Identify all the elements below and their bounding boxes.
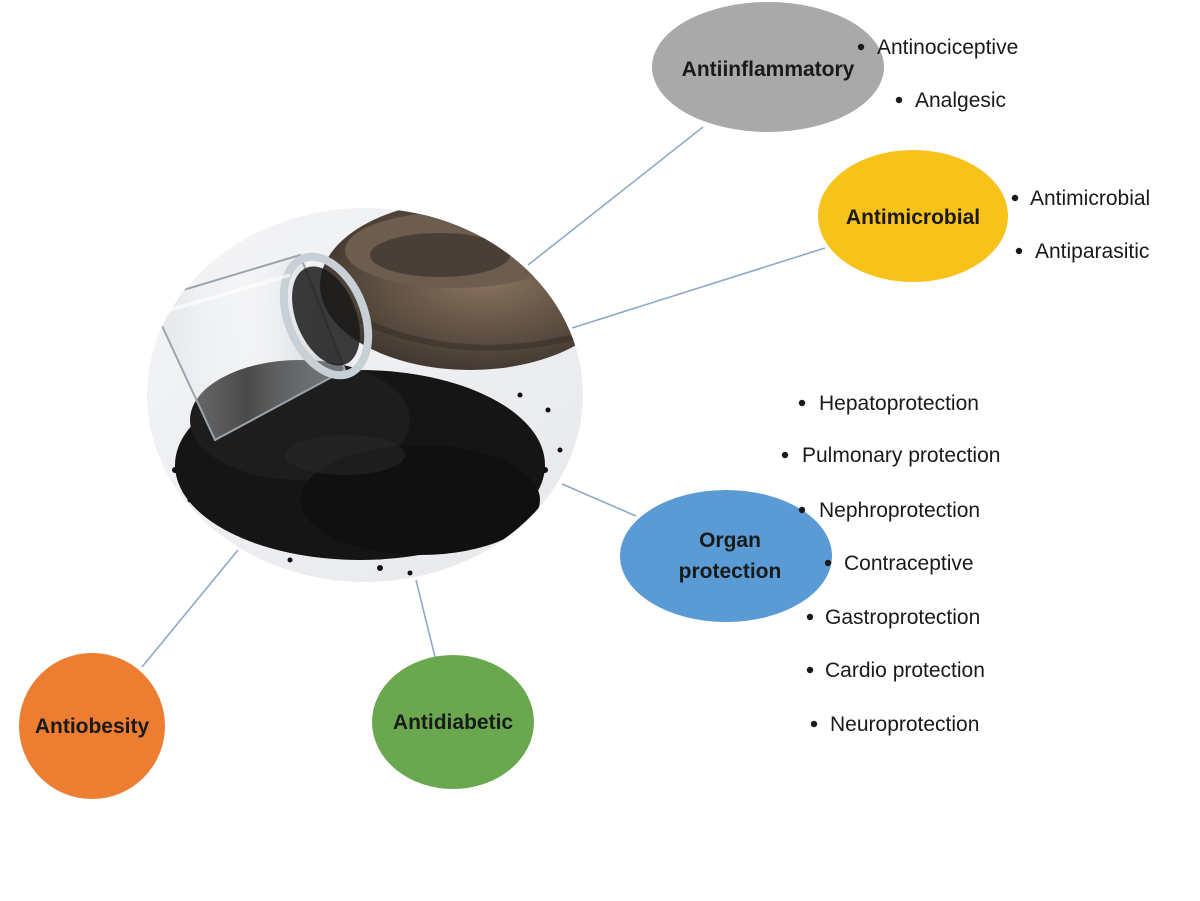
bullet-contraceptive: Contraceptive <box>844 552 974 575</box>
bullets-antimicrobial: Antimicrobial Antiparasitic <box>1011 187 1150 263</box>
node-antiinflammatory-label: Antiinflammatory <box>682 58 855 81</box>
node-antidiabetic-shape <box>372 655 534 789</box>
bullet-antimicrobial: Antimicrobial <box>1030 187 1150 210</box>
glass-jar-icon <box>148 252 373 442</box>
node-antiinflammatory-shape <box>652 2 884 132</box>
bullet-cardio-protection: Cardio protection <box>825 659 985 682</box>
bullet-hepatoprotection: Hepatoprotection <box>819 392 979 415</box>
center-photo <box>147 208 583 582</box>
node-antidiabetic-label: Antidiabetic <box>393 711 513 734</box>
node-antimicrobial: Antimicrobial <box>818 150 1008 282</box>
node-antiobesity-shape <box>19 653 165 799</box>
node-antiobesity-label: Antiobesity <box>35 715 150 738</box>
node-antimicrobial-label: Antimicrobial <box>846 206 980 229</box>
node-antidiabetic: Antidiabetic <box>372 655 534 789</box>
connector-organ-protection <box>561 483 637 517</box>
connector-antiobesity <box>141 549 239 668</box>
bullet-analgesic: Analgesic <box>915 89 1006 112</box>
node-antimicrobial-shape <box>818 150 1008 282</box>
bullet-nephroprotection: Nephroprotection <box>819 499 980 522</box>
bullets-antiinflammatory: Antinociceptive Analgesic <box>857 36 1018 112</box>
bullets-organ-protection: Hepatoprotection Pulmonary protection Ne… <box>781 392 1000 736</box>
node-organ-protection-label-line2: protection <box>679 560 782 583</box>
connectors <box>141 126 826 668</box>
connector-antiinflammatory <box>527 126 704 266</box>
node-organ-protection: Organ protection <box>620 490 832 622</box>
bullet-antiparasitic: Antiparasitic <box>1035 240 1149 263</box>
bullet-gastroprotection: Gastroprotection <box>825 606 980 629</box>
node-organ-protection-shape <box>620 490 832 622</box>
node-antiinflammatory: Antiinflammatory <box>652 2 884 132</box>
connector-antimicrobial <box>571 247 826 329</box>
bullet-antinociceptive: Antinociceptive <box>877 36 1018 59</box>
bullet-neuroprotection: Neuroprotection <box>830 713 979 736</box>
node-antiobesity: Antiobesity <box>19 653 165 799</box>
bullet-pulmonary-protection: Pulmonary protection <box>802 444 1000 467</box>
node-organ-protection-label-line1: Organ <box>699 529 761 552</box>
connector-antidiabetic <box>415 579 436 658</box>
